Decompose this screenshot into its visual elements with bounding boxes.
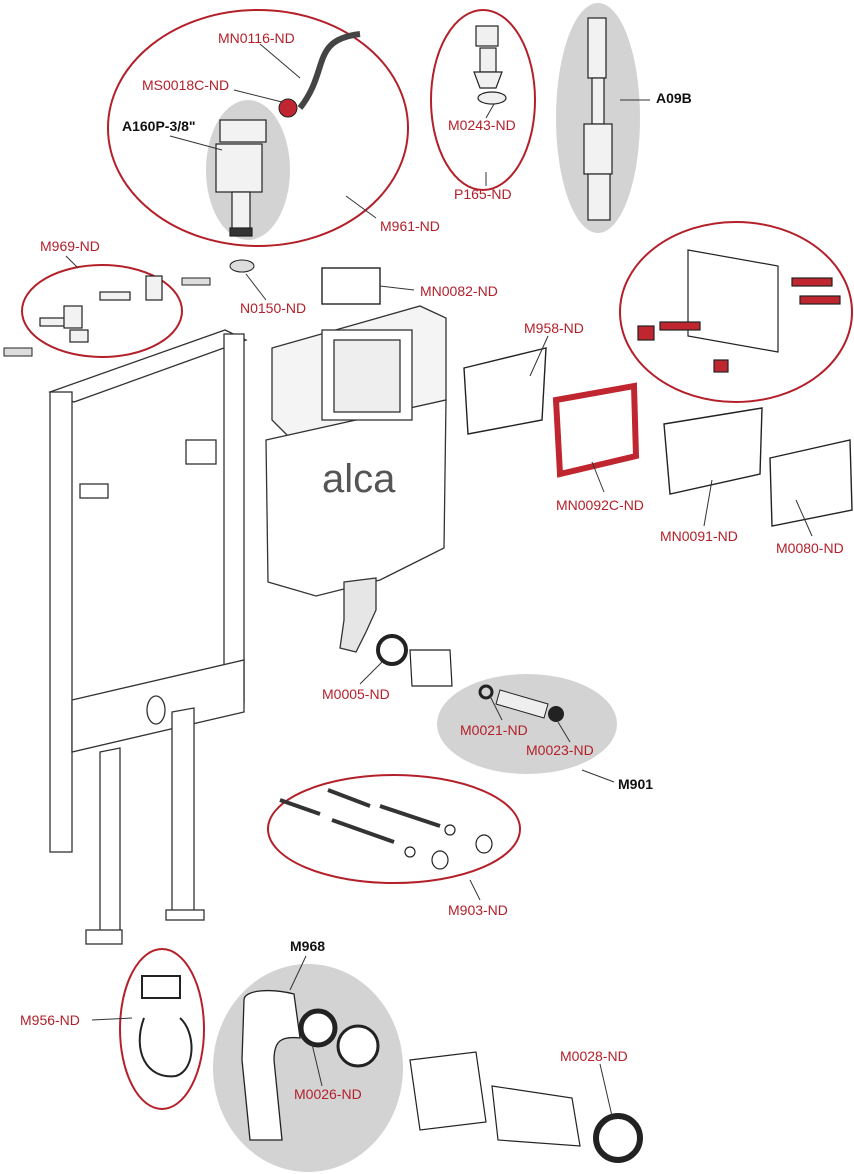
m968-elbow xyxy=(241,989,301,1141)
frame xyxy=(48,329,248,945)
m0023-cap xyxy=(548,706,564,722)
m958-group-outline xyxy=(619,221,853,403)
frame-right-post xyxy=(223,333,245,703)
n0150-part xyxy=(229,259,255,273)
label-mn0116: MN0116-ND xyxy=(218,30,295,46)
label-p165: P165-ND xyxy=(454,186,512,202)
left-foot-plate xyxy=(85,929,123,945)
short-pipe xyxy=(409,649,453,687)
mn0091-box xyxy=(663,407,763,495)
m961-group-outline xyxy=(107,9,409,247)
cistern xyxy=(265,305,447,653)
m969-parts xyxy=(39,275,163,343)
label-m0023: M0023-ND xyxy=(526,742,594,758)
label-m0021: M0021-ND xyxy=(460,722,528,738)
loose-screws xyxy=(3,259,255,357)
m903-nuts xyxy=(404,824,493,870)
m968-group-bg xyxy=(213,964,403,1172)
label-n0150: N0150-ND xyxy=(240,300,307,316)
cistern-window-inner xyxy=(333,339,401,413)
label-m0080: M0080-ND xyxy=(776,540,844,556)
label-m961: M961-ND xyxy=(380,218,440,234)
mn0082-bracket xyxy=(321,267,381,305)
m0243-group-outline xyxy=(430,9,536,191)
m0028-ring xyxy=(593,1113,643,1163)
label-m903: M903-ND xyxy=(448,902,508,918)
frame-bracket xyxy=(185,439,217,465)
m969-group-outline xyxy=(21,264,183,358)
right-foot-plate xyxy=(165,909,205,921)
m901-tube xyxy=(495,689,549,719)
cistern-outlet xyxy=(339,577,377,653)
label-m0028: M0028-ND xyxy=(560,1048,628,1064)
label-a09b: A09B xyxy=(656,90,692,106)
label-mn0091: MN0091-ND xyxy=(660,528,738,544)
m901-group-bg xyxy=(437,674,617,774)
frame-clip xyxy=(79,483,109,499)
m903-group-outline xyxy=(267,774,521,884)
m0243-fitting xyxy=(473,25,507,105)
m958-plate xyxy=(463,347,547,435)
mn0116-hose xyxy=(297,31,361,110)
m0005-seal xyxy=(376,634,408,666)
cistern-body xyxy=(265,399,447,597)
label-m956: M956-ND xyxy=(20,1012,80,1028)
alca-logo: alca xyxy=(322,457,396,501)
m903-rods xyxy=(279,788,441,844)
label-m969: M969-ND xyxy=(40,238,100,254)
frame-left-post xyxy=(49,391,73,853)
float-valve xyxy=(215,119,267,237)
label-ms0018c: MS0018C-ND xyxy=(142,77,230,93)
label-m968: M968 xyxy=(290,938,326,954)
m0026-ring xyxy=(298,1008,338,1048)
label-m0243: M0243-ND xyxy=(448,117,516,133)
label-m0005: M0005-ND xyxy=(322,686,390,702)
frame-pipe-hole xyxy=(146,695,166,725)
frame-right-leg xyxy=(171,707,195,917)
label-mn0092c: MN0092C-ND xyxy=(556,497,644,513)
ms0018c-red-part xyxy=(278,98,298,118)
m0080-plate xyxy=(769,439,853,527)
label-a160p: A160P-3/8" xyxy=(122,118,196,134)
outlet-pipe xyxy=(491,1085,581,1147)
a09b-rod xyxy=(583,17,613,221)
label-m0026: M0026-ND xyxy=(294,1086,362,1102)
mn0092c-frame xyxy=(552,382,640,478)
m958-parts xyxy=(637,249,841,373)
m956-group-outline xyxy=(119,948,205,1110)
large-seal xyxy=(336,1024,380,1068)
m956-bracket xyxy=(138,975,193,1078)
label-mn0082: MN0082-ND xyxy=(420,283,498,299)
frame-left-leg xyxy=(99,747,121,935)
m0021-ring xyxy=(478,684,494,700)
label-m958: M958-ND xyxy=(524,320,584,336)
label-m901: M901 xyxy=(618,776,654,792)
connector-pipe xyxy=(409,1051,487,1131)
leader-lines xyxy=(65,43,813,1117)
